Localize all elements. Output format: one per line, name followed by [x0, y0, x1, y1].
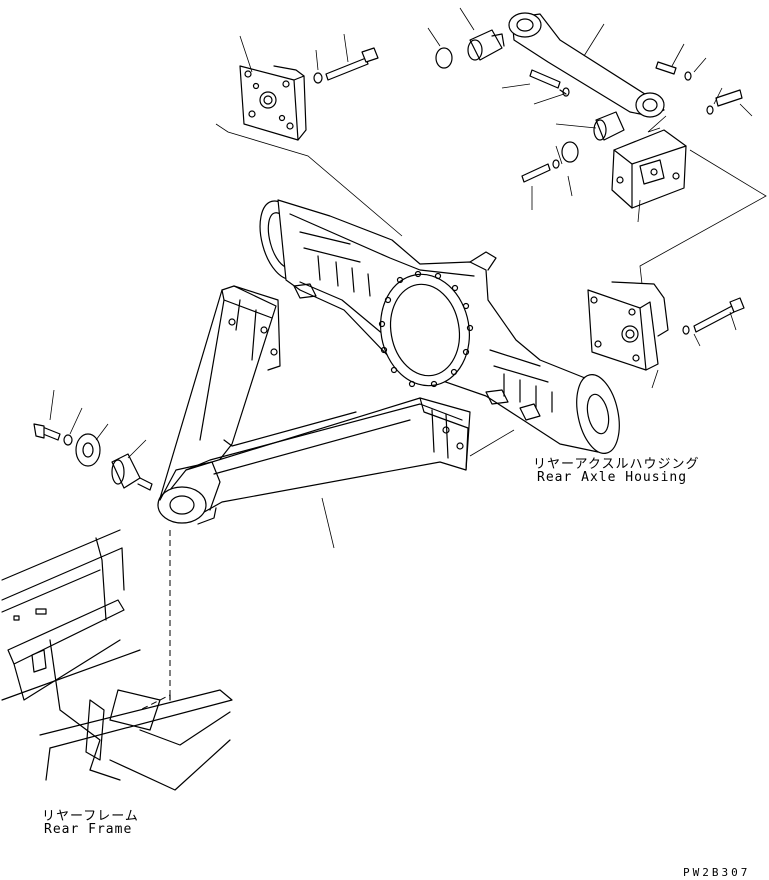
thrust-washer-middle — [561, 141, 579, 163]
link-rod — [508, 12, 665, 118]
upper-left-bracket — [239, 65, 307, 141]
pin-guide-line — [139, 530, 171, 711]
thrust-washer-top — [435, 47, 453, 69]
rear-axle-housing-label-en: Rear Axle Housing — [537, 470, 688, 485]
bushing-top — [467, 29, 505, 61]
rear-axle-housing — [259, 199, 620, 454]
bolt-upper-left — [325, 47, 379, 81]
bolt-link-right — [715, 89, 743, 107]
washer-upper-left — [313, 72, 323, 84]
lower-right-bracket — [587, 281, 669, 371]
drawing-code: PW2B307 — [683, 866, 751, 879]
thrust-washer-left — [75, 433, 101, 467]
housing-bolts — [378, 270, 474, 388]
washer-left — [63, 434, 73, 446]
bolt-link-left — [529, 69, 561, 89]
bolt-lower-right — [693, 305, 735, 333]
bushing-middle — [593, 111, 625, 141]
washer-bracket-right — [552, 159, 560, 169]
washer-link-top — [684, 71, 692, 81]
rear-axle-housing-label-jp: リヤーアクスルハウジング — [533, 457, 700, 472]
washer-link-right — [706, 105, 714, 115]
rear-frame — [1, 529, 233, 791]
a-frame — [157, 285, 471, 525]
upper-right-bracket — [611, 129, 687, 209]
washer-lower-right — [682, 325, 690, 335]
rear-frame-label-en: Rear Frame — [44, 822, 133, 837]
washer-link-left — [562, 87, 570, 97]
bolt-link-top — [655, 61, 677, 75]
bolt-bracket-right — [521, 163, 551, 183]
rear-frame-label-jp: リヤーフレーム — [42, 809, 139, 824]
bushing-left — [111, 453, 153, 491]
